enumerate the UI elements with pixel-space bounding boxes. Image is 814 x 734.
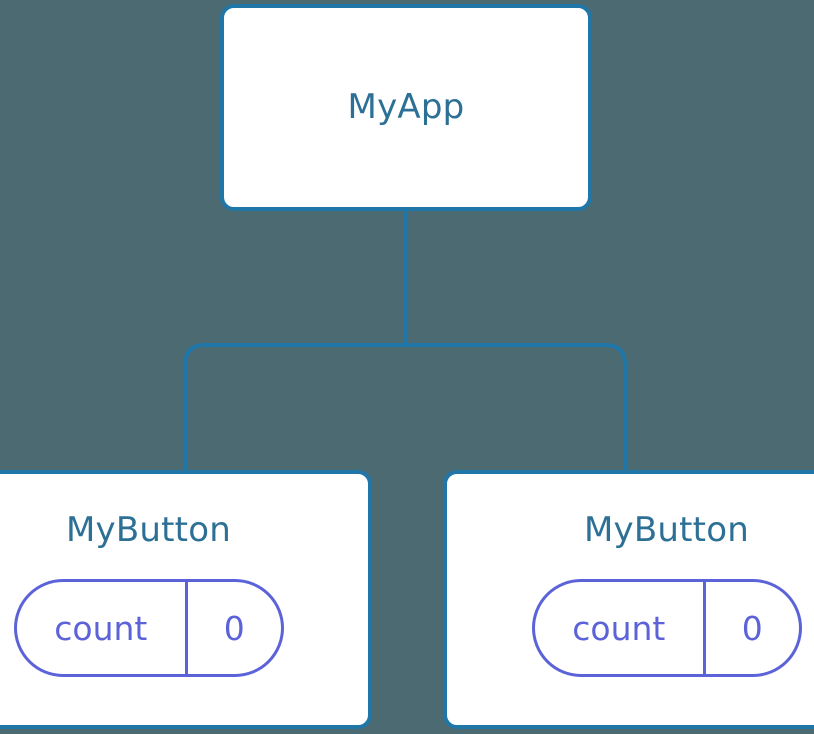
edge-branch-right — [405, 343, 627, 472]
state-value-label: 0 — [223, 608, 245, 648]
state-value-cell: 0 — [706, 582, 798, 674]
tree-node-mybutton-2[interactable]: MyButton count 0 — [443, 470, 814, 729]
tree-node-myapp[interactable]: MyApp — [220, 4, 592, 211]
node-title: MyApp — [347, 86, 465, 127]
edge-branch-left — [183, 343, 405, 472]
node-title: MyButton — [66, 510, 231, 550]
state-key-label: count — [572, 608, 666, 648]
state-pill[interactable]: count 0 — [531, 579, 802, 677]
state-pill[interactable]: count 0 — [13, 579, 284, 677]
state-value-cell: 0 — [188, 582, 280, 674]
tree-node-mybutton-1[interactable]: MyButton count 0 — [0, 470, 372, 729]
node-title: MyButton — [584, 510, 749, 550]
state-value-label: 0 — [741, 608, 763, 648]
state-key-cell: count — [535, 582, 707, 674]
state-key-label: count — [54, 608, 148, 648]
state-key-cell: count — [17, 582, 189, 674]
